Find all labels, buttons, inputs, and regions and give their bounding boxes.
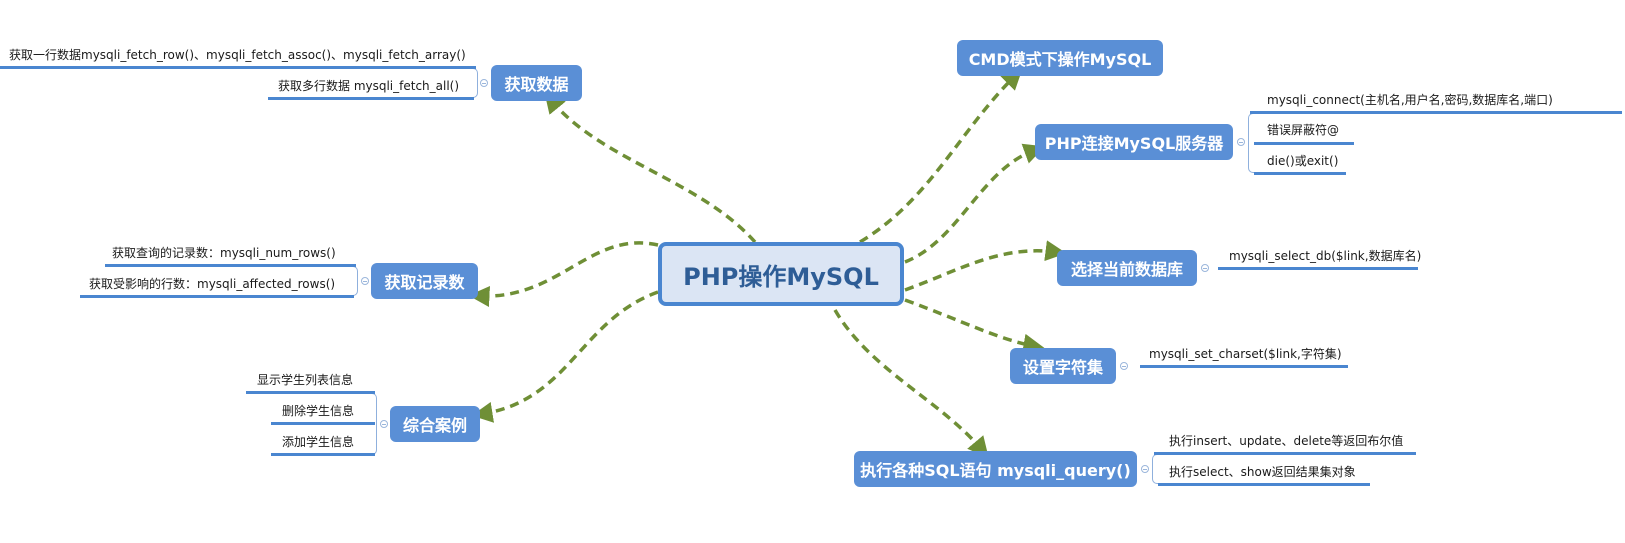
leaf-item[interactable]: 获取查询的记录数：mysqli_num_rows() <box>112 246 336 260</box>
central-topic[interactable]: PHP操作MySQL <box>658 242 904 306</box>
topic-label: 综合案例 <box>402 416 467 435</box>
leaf-item[interactable]: 获取一行数据mysqli_fetch_row()、mysqli_fetch_as… <box>9 48 466 62</box>
connector-count <box>468 241 659 307</box>
central-topic-label: PHP操作MySQL <box>683 262 879 291</box>
leaf-underline <box>271 422 375 425</box>
collapse-toggle-icon[interactable] <box>1141 465 1149 473</box>
leaf-bracket <box>352 266 358 296</box>
connector-connect <box>904 143 1045 264</box>
leaf-underline <box>268 97 474 100</box>
leaf-item[interactable]: 错误屏蔽符@ <box>1267 123 1340 137</box>
topic-label: 选择当前数据库 <box>1070 260 1183 279</box>
connector-query <box>833 309 989 459</box>
topic-label: 执行各种SQL语句 mysqli_query() <box>860 461 1131 480</box>
leaf-underline <box>271 453 375 456</box>
collapse-toggle-icon[interactable] <box>480 79 488 87</box>
leaf-item[interactable]: 获取多行数据 mysqli_fetch_all() <box>278 79 460 93</box>
topic-select-db[interactable]: 选择当前数据库 <box>1057 250 1197 286</box>
leaf-underline <box>105 264 356 267</box>
leaf-bracket <box>472 68 478 98</box>
collapse-toggle-icon[interactable] <box>380 420 388 428</box>
leaf-item[interactable]: 获取受影响的行数：mysqli_affected_rows() <box>89 277 336 291</box>
leaf-underline <box>1218 267 1418 270</box>
leaf-underline <box>1254 142 1354 145</box>
leaf-underline <box>1250 111 1622 114</box>
connector-case <box>471 290 659 423</box>
leaf-item[interactable]: mysqli_connect(主机名,用户名,密码,数据库名,端口) <box>1267 93 1553 107</box>
connector-charset <box>904 298 1045 355</box>
collapse-toggle-icon[interactable] <box>1201 264 1209 272</box>
leaf-underline <box>0 66 476 69</box>
topic-label: PHP连接MySQL服务器 <box>1044 134 1224 153</box>
leaf-underline <box>80 295 354 298</box>
topic-mysqli-query[interactable]: 执行各种SQL语句 mysqli_query() <box>854 451 1137 487</box>
topic-label: 设置字符集 <box>1022 358 1103 377</box>
topic-label: CMD模式下操作MySQL <box>968 50 1152 69</box>
leaf-underline <box>1254 172 1346 175</box>
leaf-underline <box>1158 483 1370 486</box>
collapse-toggle-icon[interactable] <box>361 277 369 285</box>
topic-label: 获取数据 <box>504 75 569 94</box>
topic-set-charset[interactable]: 设置字符集 <box>1010 348 1116 384</box>
topic-fetch-data[interactable]: 获取数据 <box>491 65 582 101</box>
topic-cmd-mode[interactable]: CMD模式下操作MySQL <box>957 40 1163 76</box>
leaf-item[interactable]: die()或exit() <box>1267 154 1339 168</box>
topic-label: 获取记录数 <box>384 273 465 292</box>
collapse-toggle-icon[interactable] <box>1237 138 1245 146</box>
connector-fetch <box>544 91 757 244</box>
leaf-underline <box>1154 452 1416 455</box>
collapse-toggle-icon[interactable] <box>1120 362 1128 370</box>
leaf-item[interactable]: 删除学生信息 <box>282 404 355 418</box>
leaf-item[interactable]: mysqli_select_db($link,数据库名) <box>1229 249 1422 263</box>
connector-selectdb <box>904 240 1067 292</box>
leaf-item[interactable]: 执行select、show返回结果集对象 <box>1169 465 1356 479</box>
leaf-item[interactable]: 执行insert、update、delete等返回布尔值 <box>1169 434 1404 448</box>
topic-record-count[interactable]: 获取记录数 <box>371 263 478 299</box>
leaf-item[interactable]: 添加学生信息 <box>282 435 355 449</box>
leaf-bracket <box>1152 454 1158 484</box>
topic-case-study[interactable]: 综合案例 <box>390 406 480 442</box>
leaf-underline <box>246 391 375 394</box>
leaf-item[interactable]: 显示学生列表信息 <box>257 373 354 387</box>
connector-cmd <box>859 68 1023 244</box>
leaf-item[interactable]: mysqli_set_charset($link,字符集) <box>1149 347 1342 361</box>
topic-php-connect[interactable]: PHP连接MySQL服务器 <box>1035 124 1233 160</box>
leaf-underline <box>1140 365 1348 368</box>
